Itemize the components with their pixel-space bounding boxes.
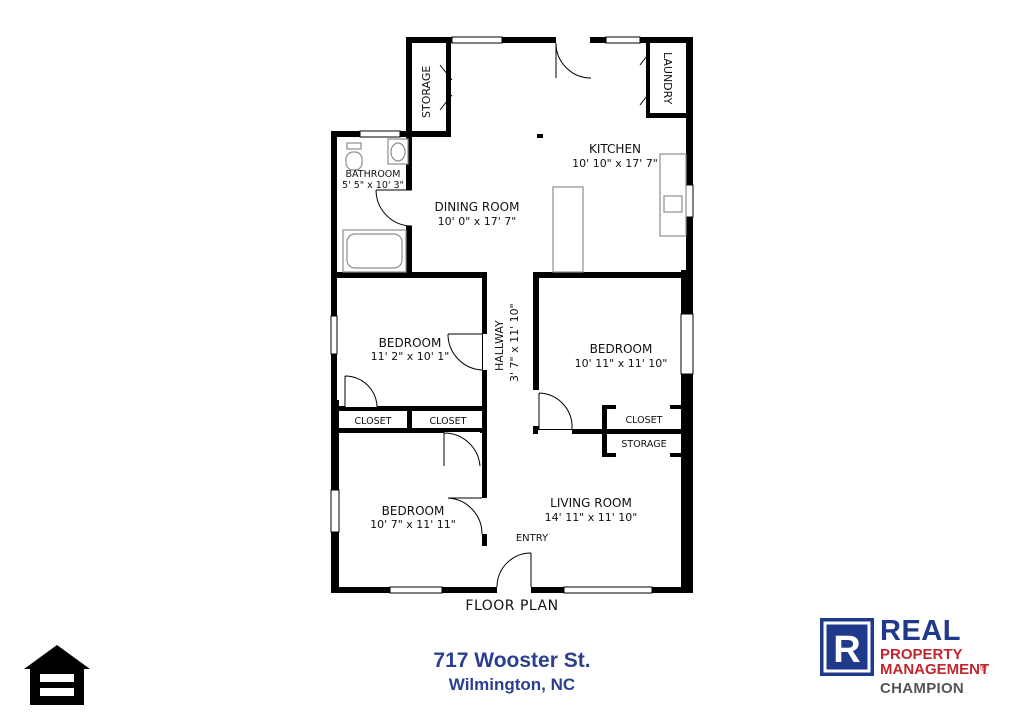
dining-room-dims: 10' 0" x 17' 7"	[438, 215, 517, 228]
bedroom-1-dims: 11' 2" x 10' 1"	[371, 350, 450, 363]
storage-mid-label: STORAGE	[621, 439, 666, 450]
bedroom-2-name: BEDROOM	[590, 342, 653, 356]
door-swings	[344, 42, 651, 588]
hallway-name: HALLWAY	[493, 320, 506, 371]
floor-plan-caption: FLOOR PLAN	[465, 598, 559, 614]
bedroom-2-dims: 10' 11" x 11' 10"	[575, 357, 668, 370]
kitchen-outlet	[537, 134, 543, 138]
bedroom-3-name: BEDROOM	[382, 504, 445, 518]
svg-text:R: R	[833, 629, 860, 671]
living-room-dims: 14' 11" x 11' 10"	[545, 511, 638, 524]
entry-label: ENTRY	[516, 533, 549, 544]
door-openings	[345, 36, 590, 594]
brand-line-management: MANAGEMENT	[880, 661, 990, 678]
dining-room-name: DINING ROOM	[435, 200, 520, 214]
address-street: 717 Wooster St.	[433, 649, 591, 672]
hallway-dims: 3' 7" x 11' 10"	[508, 303, 521, 382]
brand-line-real: REAL	[880, 615, 961, 647]
kitchen-name: KITCHEN	[589, 142, 641, 156]
address-city: Wilmington, NC	[448, 675, 576, 694]
closet-3-label: CLOSET	[626, 415, 663, 426]
floor-plan-diagram: STORAGE LAUNDRY KITCHEN 10' 10" x 17' 7"…	[330, 36, 694, 594]
closet-1-label: CLOSET	[355, 416, 392, 427]
address-block: 717 Wooster St. Wilmington, NC	[362, 648, 662, 696]
bathroom-name: BATHROOM	[346, 169, 401, 180]
windows	[330, 36, 694, 594]
brand-registered-mark: ®	[980, 663, 987, 673]
kitchen-dims: 10' 10" x 17' 7"	[572, 157, 658, 170]
equal-housing-opportunity-icon	[24, 645, 90, 705]
brand-logo: R REAL PROPERTY MANAGEMENT ® CHAMPION	[820, 616, 1020, 700]
closet-2-label: CLOSET	[430, 416, 467, 427]
bathroom-dims: 5' 5" x 10' 3"	[342, 180, 404, 191]
laundry-label: LAUNDRY	[661, 52, 674, 105]
living-room-name: LIVING ROOM	[550, 496, 632, 510]
storage-top-label: STORAGE	[420, 66, 433, 118]
brand-mark-icon: R	[820, 618, 874, 676]
bedroom-1-name: BEDROOM	[379, 336, 442, 350]
brand-line-champion: CHAMPION	[880, 680, 965, 697]
bedroom-3-dims: 10' 7" x 11' 11"	[370, 518, 456, 531]
brand-line-property: PROPERTY	[880, 646, 963, 663]
fixtures	[342, 138, 687, 273]
